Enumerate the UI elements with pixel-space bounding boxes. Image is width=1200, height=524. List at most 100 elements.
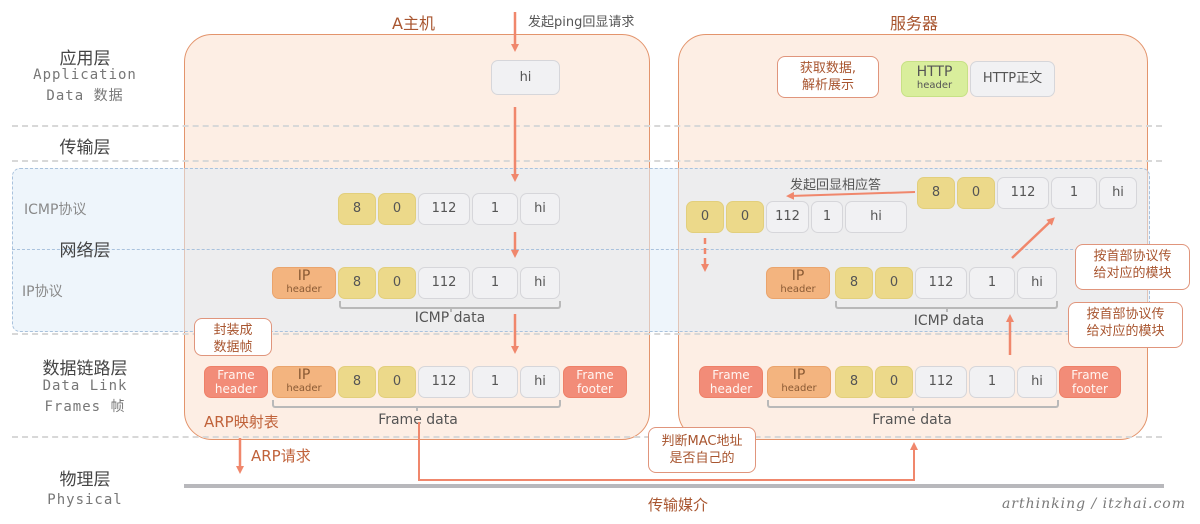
server-icmp-reply-code: 0: [726, 201, 764, 233]
cell-text: 112: [928, 275, 954, 290]
callout-text: 判断MAC地址 是否自己的: [661, 434, 743, 466]
host-a-icmp-type: 8: [338, 193, 376, 225]
cell-text: 112: [431, 374, 457, 389]
host-a-frame-footer: Frame footer: [563, 366, 627, 398]
server-icmp-req-type: 8: [917, 177, 955, 209]
server-frame-icmp-code: 0: [875, 366, 913, 398]
cell-text: IP: [791, 268, 805, 284]
server-ip-icmp-type: 8: [835, 267, 873, 299]
cell-subtext: header: [286, 284, 322, 295]
cell-text: 0: [740, 209, 750, 224]
server-icmp-reply-checksum: 112: [766, 201, 809, 233]
server-frame-header: Frame header: [699, 366, 763, 398]
cell-text: IP: [297, 268, 311, 284]
dispatch-callout-upper: 按首部协议传 给对应的模块: [1075, 244, 1190, 290]
layer-sub-application-data: Data 数据: [46, 88, 124, 104]
host-a-frame-icmp-code: 0: [378, 366, 416, 398]
cell-text: Frame header: [214, 368, 258, 396]
cell-subtext: header: [286, 383, 322, 394]
cell-text: HTTP: [916, 64, 953, 80]
cell-text: hi: [519, 69, 532, 85]
cell-text: 112: [775, 209, 800, 224]
server-frame-icmp-type: 8: [835, 366, 873, 398]
cell-text: 0: [392, 201, 402, 216]
bracket-tick: [946, 307, 948, 312]
echo-reply-label: 发起回显相应答: [790, 178, 882, 193]
server-frame-data-label: Frame data: [872, 412, 952, 428]
cell-text: 8: [352, 201, 362, 216]
host-a-icmp-data-label: ICMP data: [414, 310, 486, 326]
server-ip-icmp-data: hi: [1017, 267, 1057, 299]
icmp-ip-divider: [12, 249, 1148, 250]
cell-text: 0: [971, 185, 981, 200]
server-icmp-req-data: hi: [1099, 177, 1137, 209]
cell-text: hi: [1112, 185, 1124, 200]
host-a-ip-icmp-code: 0: [378, 267, 416, 299]
cell-text: 1: [822, 209, 832, 224]
bracket-tick: [416, 406, 418, 411]
host-a-title: A主机: [392, 14, 435, 33]
cell-text: 8: [352, 275, 362, 290]
layer-title-network: 网络层: [59, 241, 111, 261]
cell-text: 112: [1010, 185, 1036, 200]
cell-text: 112: [928, 374, 954, 389]
host-a-icmp-checksum: 112: [418, 193, 470, 225]
cell-text: Frame footer: [1071, 368, 1109, 396]
transmission-medium-label: 传输媒介: [648, 496, 709, 514]
bracket-tick: [450, 307, 452, 312]
cell-text: 0: [700, 209, 710, 224]
cell-text: 1: [490, 275, 500, 290]
server-icmp-req-code: 0: [957, 177, 995, 209]
layer-title-transport: 传输层: [59, 138, 111, 158]
host-a-icmp-data: hi: [520, 193, 560, 225]
server-ip-icmp-checksum: 112: [915, 267, 967, 299]
cell-text: IP: [792, 367, 806, 383]
cell-text: hi: [534, 374, 546, 389]
cell-text: hi: [534, 275, 546, 290]
server-ip-icmp-seq: 1: [969, 267, 1015, 299]
cell-text: hi: [1031, 374, 1043, 389]
host-a-ip-icmp-checksum: 112: [418, 267, 470, 299]
cell-text: 0: [889, 374, 899, 389]
layer-sub-datalink: Data Link: [42, 378, 128, 394]
server-icmp-reply-data: hi: [845, 201, 907, 233]
host-a-frame-icmp-seq: 1: [472, 366, 518, 398]
cell-text: hi: [870, 209, 882, 224]
host-a-icmp-code: 0: [378, 193, 416, 225]
cell-text: 8: [849, 374, 859, 389]
callout-text: 封装成 数据帧: [213, 323, 253, 355]
cell-subtext: header: [916, 80, 953, 91]
layer-sub-physical: Physical: [47, 492, 123, 508]
cell-text: Frame footer: [576, 368, 614, 396]
cell-text: 0: [889, 275, 899, 290]
server-icmp-req-seq: 1: [1051, 177, 1097, 209]
mac-check-callout: 判断MAC地址 是否自己的: [648, 427, 756, 473]
server-icmp-data-label: ICMP data: [913, 313, 985, 329]
cell-text: HTTP正文: [982, 71, 1043, 86]
host-a-frame-icmp-data: hi: [520, 366, 560, 398]
cell-text: 0: [392, 275, 402, 290]
server-frame-icmp-seq: 1: [969, 366, 1015, 398]
server-frame-icmp-data: hi: [1017, 366, 1057, 398]
transmission-medium-line: [184, 484, 1164, 488]
server-icmp-reply-seq: 1: [811, 201, 843, 233]
cell-text: 1: [987, 275, 997, 290]
host-a-ip-icmp-data: hi: [520, 267, 560, 299]
layer-sub-application: Application: [33, 67, 137, 83]
cell-text: 1: [490, 201, 500, 216]
host-a-frame-header: Frame header: [204, 366, 268, 398]
host-a-frame-icmp-type: 8: [338, 366, 376, 398]
ip-protocol-label: IP协议: [22, 284, 63, 300]
arp-table-label: ARP映射表: [204, 413, 279, 431]
cell-text: 112: [431, 201, 457, 216]
separator-network-datalink: [12, 333, 1162, 335]
host-a-icmp-seq: 1: [472, 193, 518, 225]
layer-title-datalink: 数据链路层: [42, 359, 128, 379]
server-frame-icmp-checksum: 112: [915, 366, 967, 398]
cell-text: Frame header: [709, 368, 753, 396]
